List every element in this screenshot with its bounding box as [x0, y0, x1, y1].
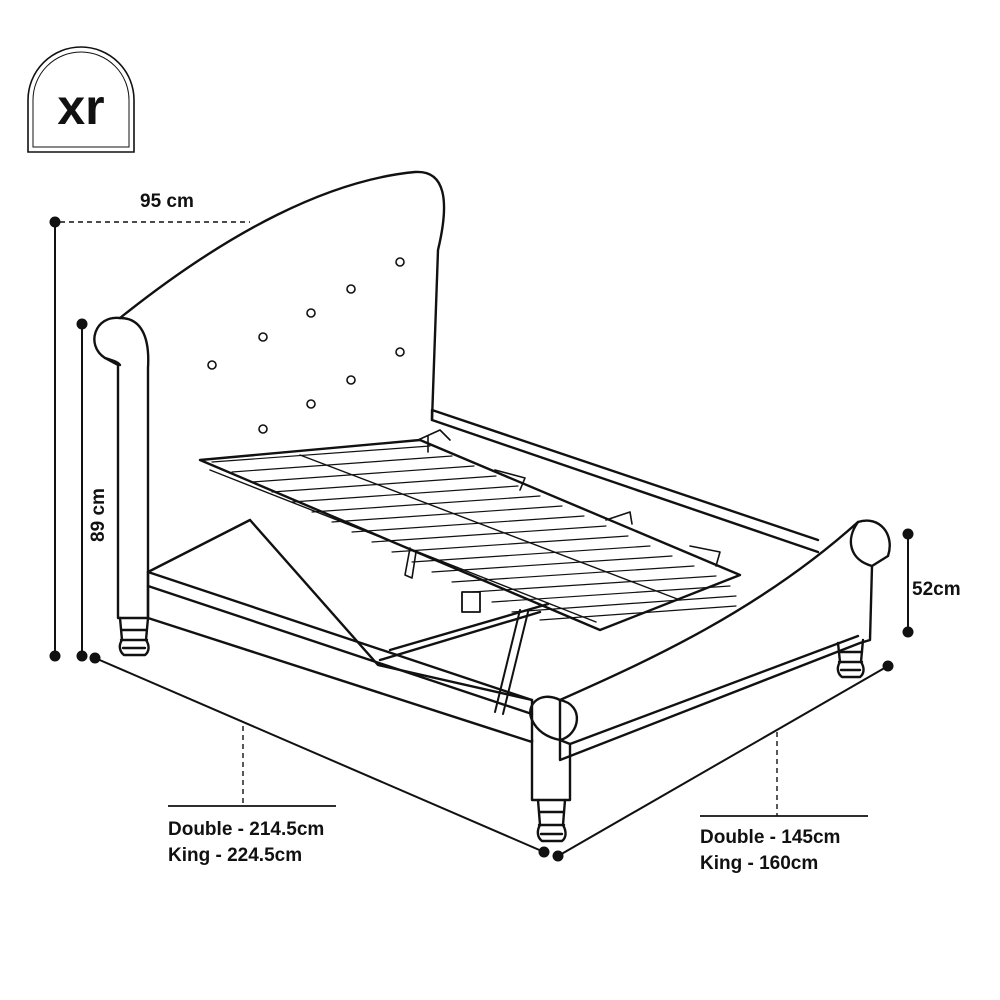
- tufting-buttons: [207, 257, 405, 434]
- leg-front-right: [536, 798, 567, 843]
- side-rail-left: [146, 570, 534, 744]
- headboard-height-label: 89 cm: [88, 488, 109, 542]
- slats: [211, 445, 737, 621]
- headboard-left-roll: [93, 316, 150, 620]
- leg-rear-right: [836, 638, 865, 679]
- leg-left-front: [118, 616, 150, 657]
- width-king-label: King - 160cm: [700, 853, 818, 874]
- gas-strut: [494, 609, 529, 715]
- side-rail-right: [430, 408, 820, 554]
- headboard-depth-label: 95 cm: [140, 191, 194, 212]
- dimension-lines: [49, 216, 914, 862]
- width-double-label: Double - 145cm: [700, 827, 840, 848]
- length-king-label: King - 224.5cm: [168, 845, 302, 866]
- footboard-roll: [529, 695, 572, 802]
- slat-platform: [198, 438, 742, 632]
- brand-logo-text: xr: [57, 79, 104, 135]
- brand-logo: xr: [27, 46, 135, 153]
- bed-illustration: [93, 170, 891, 843]
- footboard: [558, 519, 891, 762]
- length-double-label: Double - 214.5cm: [168, 819, 324, 840]
- footboard-height-label: 52cm: [912, 579, 961, 600]
- headboard: [118, 170, 446, 422]
